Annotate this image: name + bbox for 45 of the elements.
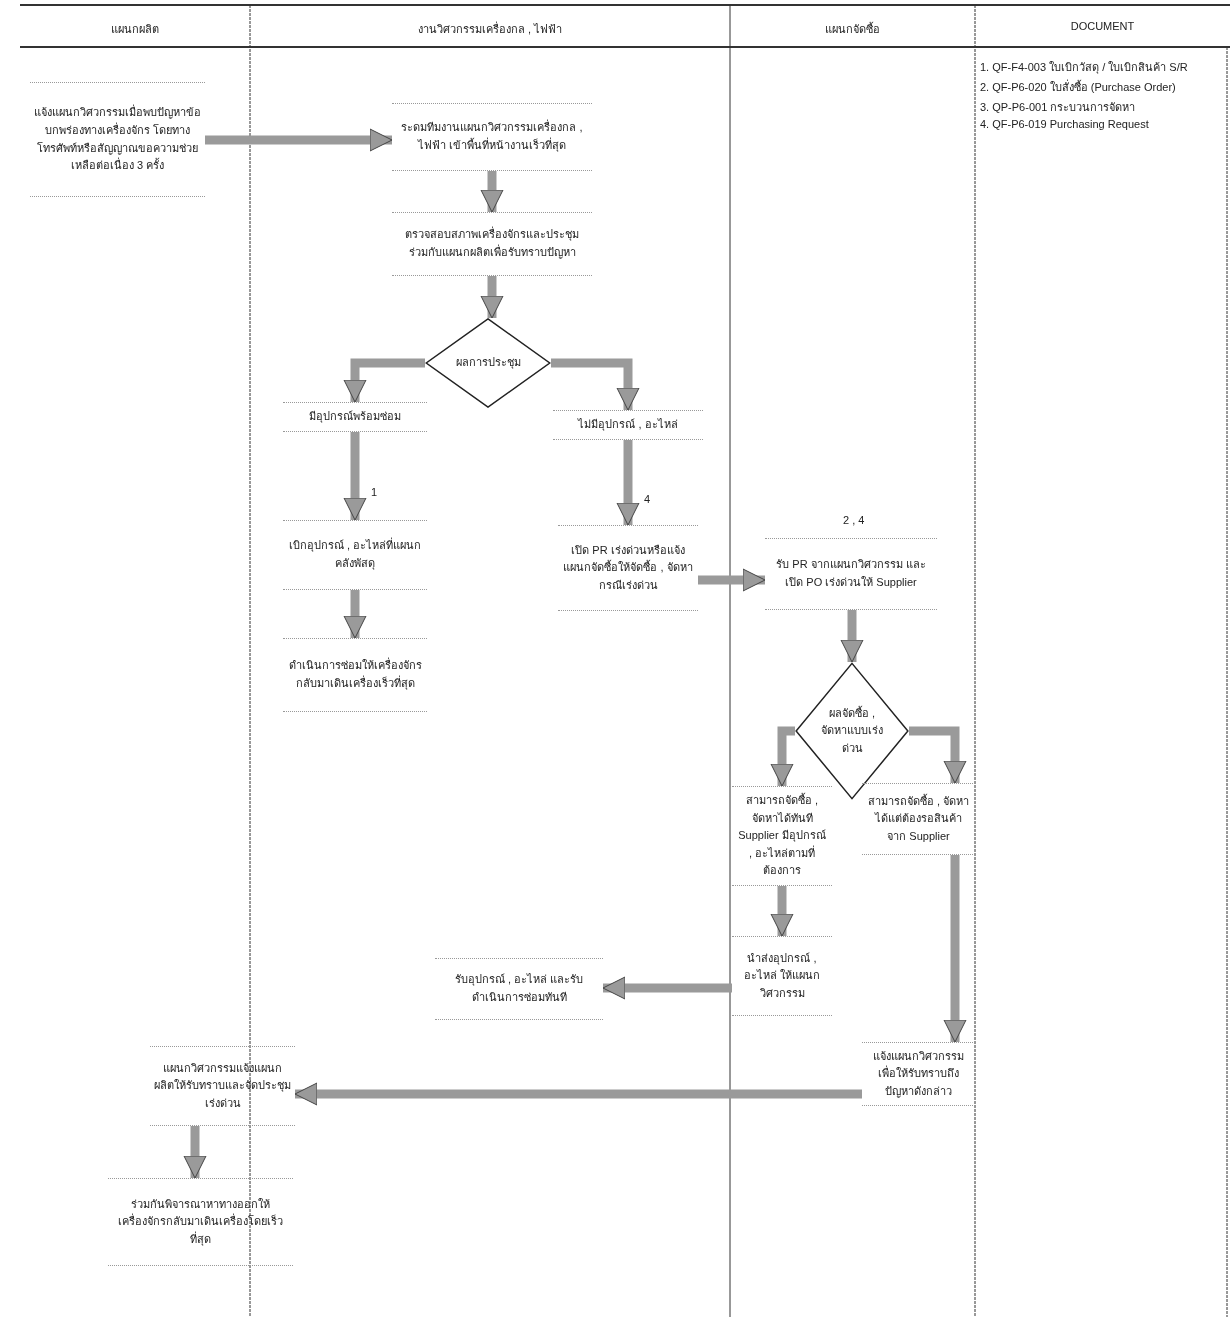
document-item: 4. QF-P6-019 Purchasing Request xyxy=(980,118,1149,130)
block-arrow xyxy=(294,1082,862,1106)
process-step: แจ้งแผนกวิศวกรรมเมื่อพบปัญหาข้อบกพร่องทางเครื่องจักร โดยทางโทรศัพท์หรือสัญญาณขอความช่วยเหลือต่อเนื่อง 3 ครั้ง xyxy=(30,82,205,197)
block-arrow xyxy=(480,276,504,319)
document-item: 2. QF-P6-020 ใบสั่งซื้อ (Purchase Order) xyxy=(980,78,1176,95)
process-step: สามารถจัดซื้อ , จัดหาได้แต่ต้องรอสินค้าจาก Supplier xyxy=(862,783,975,855)
process-step: นำส่งอุปกรณ์ , อะไหล่ ให้แผนกวิศวกรรม xyxy=(732,936,832,1016)
process-step: ดำเนินการซ่อมให้เครื่องจักรกลับมาเดินเครื่องเร็วที่สุด xyxy=(283,638,427,712)
block-arrow xyxy=(343,358,425,403)
block-arrow xyxy=(183,1126,207,1179)
document-item: 3. QP-P6-001 กระบวนการจัดหา xyxy=(980,100,1136,115)
process-step: แผนกวิศวกรรมแจ้งแผนกผลิตให้รับทราบและจัดประชุมเร่งด่วน xyxy=(150,1046,295,1126)
process-step: มีอุปกรณ์พร้อมซ่อม xyxy=(283,402,427,432)
column-header: แผนกจัดซื้อ xyxy=(824,21,881,37)
process-step: เบิกอุปกรณ์ , อะไหล่ที่แผนกคลังพัสดุ xyxy=(283,520,427,590)
block-arrow xyxy=(602,976,732,1000)
process-step: ระดมทีมงานแผนกวิศวกรรมเครื่องกล , ไฟฟ้า เข้าพื้นที่หน้างานเร็วที่สุด xyxy=(392,103,592,171)
process-step: เปิด PR เร่งด่วนหรือแจ้งแผนกจัดซื้อให้จัดซื้อ , จัดหากรณีเร่งด่วน xyxy=(558,525,698,611)
block-arrow xyxy=(770,886,794,937)
process-step: ไม่มีอุปกรณ์ , อะไหล่ xyxy=(553,410,703,440)
column-header: DOCUMENT xyxy=(1069,20,1136,32)
edge-label: 1 xyxy=(369,486,380,498)
process-step: ตรวจสอบสภาพเครื่องจักรและประชุมร่วมกับแผนกผลิตเพื่อรับทราบปัญหา xyxy=(392,212,592,276)
process-step: รับ PR จากแผนกวิศวกรรม และ เปิด PO เร่งด่วนให้ Supplier xyxy=(765,538,937,610)
block-arrow xyxy=(480,171,504,213)
process-step: รับอุปกรณ์ , อะไหล่ และรับดำเนินการซ่อมทันที xyxy=(435,958,603,1020)
column-header: งานวิศวกรรมเครื่องกล , ไฟฟ้า xyxy=(416,20,564,37)
document-reference: 2 , 4 xyxy=(843,514,865,526)
block-arrow xyxy=(909,726,967,784)
block-arrow xyxy=(343,590,367,639)
block-arrow xyxy=(770,726,795,787)
block-arrow xyxy=(205,128,393,152)
block-arrow xyxy=(698,568,766,592)
document-item: 1. QF-F4-003 ใบเบิกวัสดุ / ใบเบิกสินค้า S/R xyxy=(980,60,1188,76)
block-arrow xyxy=(343,432,367,521)
edge-label: 4 xyxy=(642,492,653,505)
block-arrow xyxy=(943,855,967,1043)
block-arrow xyxy=(551,358,640,411)
process-step: แจ้งแผนกวิศวกรรมเพื่อให้รับทราบถึงปัญหาดังกล่าว xyxy=(862,1042,975,1106)
process-step: สามารถจัดซื้อ , จัดหาได้ทันที Supplier มีอุปกรณ์ , อะไหล่ตามที่ต้องการ xyxy=(732,786,832,886)
decision-diamond: ผลการประชุม xyxy=(425,318,551,408)
block-arrow xyxy=(840,610,864,663)
column-header: แผนกผลิต xyxy=(110,22,160,37)
block-arrow xyxy=(616,440,640,526)
process-step: ร่วมกันพิจารณาหาทางออกให้เครื่องจักรกลับมาเดินเครื่องโดยเร็วที่สุด xyxy=(108,1178,293,1266)
